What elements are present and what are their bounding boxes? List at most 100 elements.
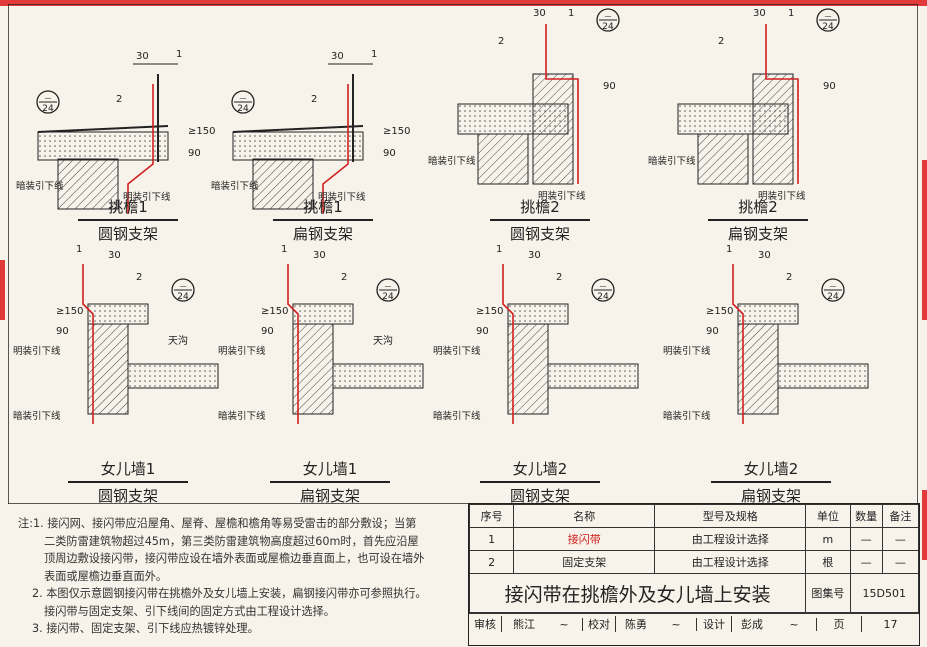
detail-subtitle: 圆钢支架 [68,481,188,506]
dim-30: 30 [136,51,149,62]
ref-circle-number: 24 [827,292,839,302]
dim-90: 90 [706,326,719,337]
ref-circle-number: 24 [42,104,54,114]
dim-90: 90 [261,326,274,337]
ref-circle [36,90,60,114]
ref-circle-number: 24 [237,104,249,114]
checker-signature: ~ [656,617,697,631]
ref-1: 1 [726,244,732,255]
header-remark: 备注 [881,504,920,528]
ref-2: 2 [718,36,724,47]
label-concealed-conductor: 暗装引下线 [648,155,696,167]
ref-circle-number: 24 [597,292,609,302]
detail-title: 女儿墙1 [100,460,156,478]
ref-2: 2 [556,272,562,283]
label-exposed-conductor: 明装引下线 [663,345,711,357]
cell-remark: — [881,550,920,574]
wall-section [477,133,529,185]
ref-2: 2 [786,272,792,283]
down-conductor [765,24,799,184]
detail-subtitle: 圆钢支架 [480,481,600,506]
cell-no: 1 [468,527,515,551]
detail-subtitle: 扁钢支架 [273,219,373,244]
ref-circle [821,278,845,302]
detail-title: 女儿墙2 [743,460,799,478]
ref-circle [816,8,840,32]
cell-spec: 由工程设计选择 [654,550,807,574]
note-1-line-2: 二类防雷建筑物超过45m，第三类防雷建筑物高度超过60m时，首先应沿屋 [44,534,419,548]
ref-circle-top: — [600,282,607,290]
ref-2: 2 [136,272,142,283]
reviewer-name: 熊江 [513,618,535,631]
dim-90: 90 [476,326,489,337]
label-concealed-conductor: 暗装引下线 [663,410,711,422]
label-exposed-conductor: 明装引下线 [538,190,586,202]
label-gutter: 天沟 [373,334,393,347]
roof-layer [37,125,169,133]
wall-section [697,133,749,185]
roof-slab [547,363,639,389]
caption-d7: 女儿墙2 圆钢支架 [480,458,600,506]
dim-30: 30 [533,8,546,19]
parapet-cap [737,303,799,325]
ref-1: 1 [176,49,182,60]
roof-slab [37,131,169,161]
roof-slab [332,363,424,389]
dim-150: ≥150 [706,306,733,317]
dim-90: 90 [188,148,201,159]
label-gutter: 天沟 [168,334,188,347]
dim-150: ≥150 [56,306,83,317]
reviewer-signature: ~ [546,617,583,631]
check-label: 校对 [583,616,616,632]
materials-table: 序号 名称 型号及规格 单位 数量 备注 1 接闪带 由工程设计选择 m — —… [468,504,920,613]
header-qty: 数量 [849,504,883,528]
label-exposed-conductor: 明装引下线 [318,191,366,203]
note-2-line-2: 接闪带与固定支架、引下线间的固定方式由工程设计选择。 [44,604,335,618]
roof-slab [777,363,869,389]
note-1-line-3: 顶周边敷设接闪带，接闪带应设在墙外表面或屋檐边垂直面上，也可设在墙外 [44,552,425,565]
ref-1: 1 [281,244,287,255]
ref-1: 1 [496,244,502,255]
cell-qty: — [849,527,883,551]
detail-subtitle: 圆钢支架 [78,219,178,244]
ref-circle-number: 24 [822,22,834,32]
dim-150: ≥150 [383,126,410,137]
cell-qty: — [849,550,883,574]
edge-mark-top [0,0,927,6]
roof-slab [232,131,364,161]
ref-1: 1 [371,49,377,60]
parapet-wall [87,323,129,415]
parapet-cap [292,303,354,325]
parapet-wall [507,323,549,415]
designer-signature: ~ [772,617,817,631]
edge-mark-left [0,260,5,320]
dim-30: 30 [331,51,344,62]
dim-30: 30 [753,8,766,19]
cell-spec: 由工程设计选择 [654,527,807,551]
parapet-section [532,73,574,185]
parapet-cap [87,303,149,325]
detail-title: 女儿墙2 [512,460,568,478]
note-3: 3. 接闪带、固定支架、引下线应热镀锌处理。 [32,622,259,635]
edge-mark-right [922,160,927,320]
dim-30: 30 [528,250,541,261]
ref-2: 2 [341,272,347,283]
parapet-section [752,73,794,185]
detail-title: 挑檐1 [303,198,343,216]
down-conductor [545,24,579,184]
ref-circle-top: — [825,12,832,20]
label-concealed-conductor: 暗装引下线 [13,410,61,422]
table-row: 2 固定支架 由工程设计选择 根 — — [468,550,920,574]
cell-name: 接闪带 [513,527,656,551]
table-header-row: 序号 名称 型号及规格 单位 数量 备注 [468,504,920,528]
